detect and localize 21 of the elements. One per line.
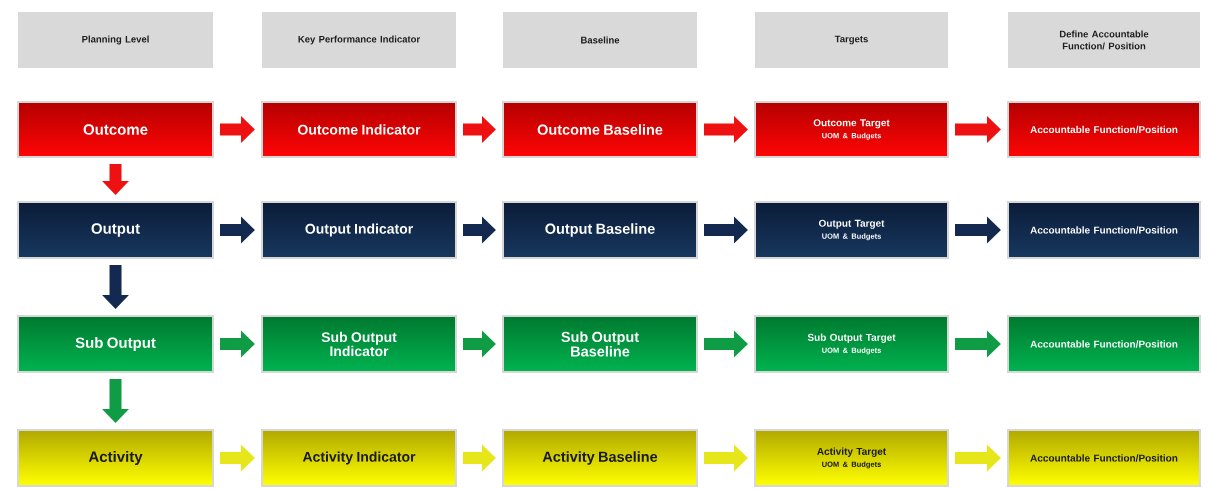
process-box: Accountable Function/Position [1007,315,1201,373]
header-box: Targets [755,12,948,68]
level-box: Activity [17,429,214,487]
process-box: Sub Output Indicator [261,315,457,373]
header-box: Baseline [503,12,697,68]
process-box: Accountable Function/Position [1007,429,1201,487]
level-box: Output [17,201,214,259]
process-box: Accountable Function/Position [1007,201,1201,259]
process-box: Outcome Indicator [261,101,457,158]
header-box: Key Performance Indicator [262,12,456,68]
process-box: Output Baseline [502,201,698,259]
process-box: Activity Baseline [502,429,698,487]
header-box: Planning Level [18,12,213,68]
level-box: Outcome [17,101,214,158]
header-box: Define Accountable Function/ Position [1008,12,1200,68]
process-box: Output Indicator [261,201,457,259]
process-box: Outcome Baseline [502,101,698,158]
level-box: Sub Output [17,315,214,373]
process-box: Accountable Function/Position [1007,101,1201,158]
process-box: Sub Output Baseline [502,315,698,373]
process-box: Activity Indicator [261,429,457,487]
